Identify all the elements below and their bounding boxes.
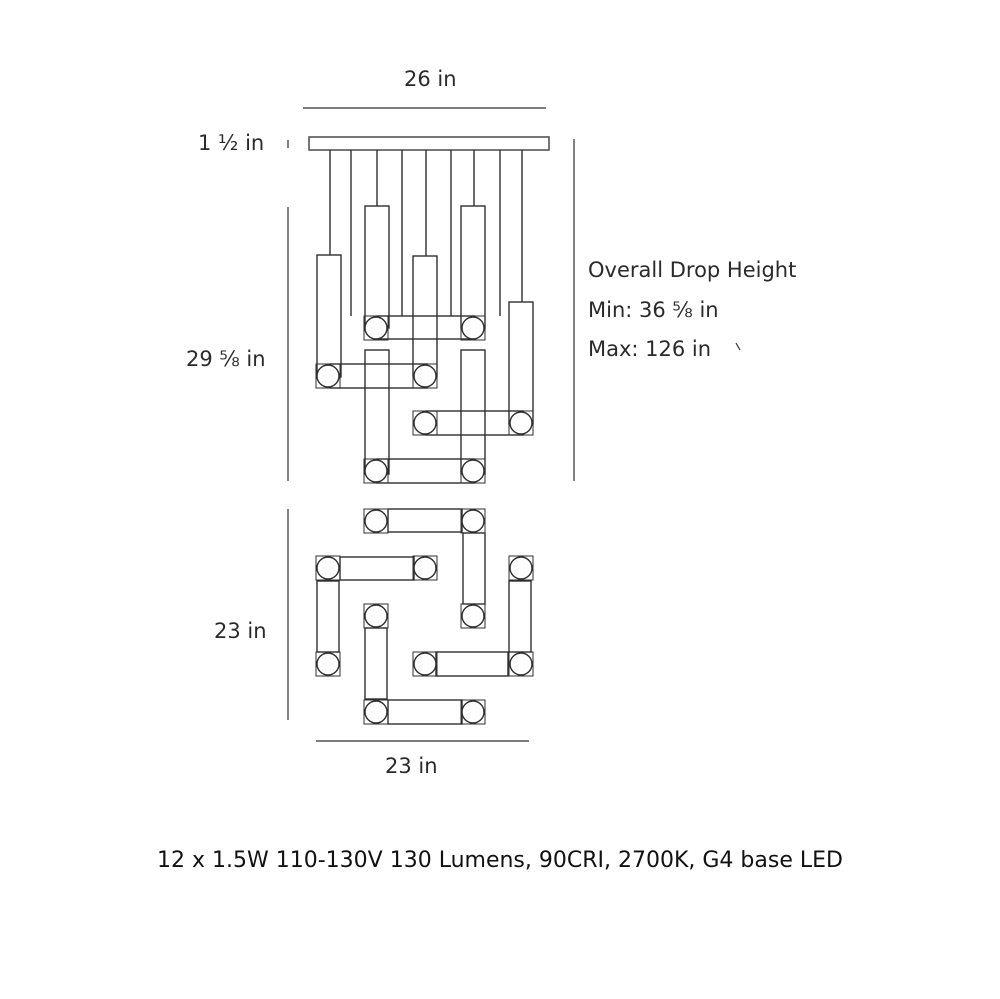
elev-bar-4 <box>376 458 475 484</box>
drop-height-max: Max: 126 in <box>588 337 712 361</box>
elev-tube-2 <box>364 205 390 329</box>
plan-globe-6-frame <box>460 603 486 629</box>
canopy <box>308 136 550 151</box>
plan-globe-1 <box>364 509 388 533</box>
plan-depth-label: 23 in <box>214 619 267 643</box>
elev-tube-6 <box>364 349 390 475</box>
plan-globe-7-frame <box>363 603 389 629</box>
plan-globe-7 <box>364 604 388 628</box>
plan-width-label: 23 in <box>385 754 438 778</box>
plan-globe-4 <box>413 556 437 580</box>
plan-globe-11-frame <box>363 699 389 725</box>
plan-globe-6 <box>461 604 485 628</box>
plan-bar-1 <box>387 508 463 533</box>
dim-tick-mark <box>735 342 741 351</box>
plan-tube-4 <box>364 627 388 700</box>
elev-tube-5 <box>508 301 534 425</box>
plan-globe-5-frame <box>508 555 534 581</box>
elev-globe-2-frame <box>460 315 486 341</box>
plan-globe-9-frame <box>412 651 438 677</box>
canopy-height-label: 1 ½ in <box>198 131 265 155</box>
plan-globe-8 <box>316 652 340 676</box>
elev-globe-7 <box>364 459 388 483</box>
plan-globe-1-frame <box>363 508 389 534</box>
plan-tube-1 <box>462 532 486 605</box>
plan-globe-4-frame <box>412 555 438 581</box>
elev-globe-3-frame <box>315 363 341 389</box>
plan-tube-2 <box>316 580 340 653</box>
elev-globe-8 <box>461 459 485 483</box>
plan-globe-10-frame <box>508 651 534 677</box>
elev-globe-5-frame <box>412 410 438 436</box>
spec-line: 12 x 1.5W 110-130V 130 Lumens, 90CRI, 27… <box>157 848 843 873</box>
elev-tube-7 <box>460 349 486 475</box>
plan-view <box>315 508 534 725</box>
elev-globe-4-frame <box>412 363 438 389</box>
top-width-label: 26 in <box>404 67 457 91</box>
plan-globe-9 <box>413 652 437 676</box>
elev-globe-1-frame <box>363 315 389 341</box>
drop-height-title: Overall Drop Height <box>588 258 797 282</box>
elevation-view <box>315 205 534 484</box>
elev-tube-1 <box>316 254 342 378</box>
plan-globe-2-frame <box>460 508 486 534</box>
elev-bar-1 <box>376 315 475 340</box>
fixture-height-label: 29 ⅝ in <box>186 347 266 371</box>
elev-tube-4 <box>460 205 486 329</box>
elev-globe-6 <box>509 411 533 435</box>
elev-globe-3 <box>316 364 340 388</box>
plan-globe-3 <box>316 556 340 580</box>
dimension-lines <box>287 107 741 742</box>
plan-bar-3 <box>435 651 509 677</box>
plan-globe-5 <box>509 556 533 580</box>
elev-globe-4 <box>413 364 437 388</box>
elev-globe-1 <box>364 316 388 340</box>
elev-globe-6-frame <box>508 410 534 436</box>
plan-globe-2 <box>461 509 485 533</box>
elev-globe-7-frame <box>363 458 389 484</box>
plan-tube-3 <box>508 580 532 653</box>
plan-globe-11 <box>364 700 388 724</box>
elev-globe-8-frame <box>460 458 486 484</box>
plan-bar-4 <box>387 699 463 725</box>
canopy-plate <box>308 136 550 151</box>
plan-bar-2 <box>339 556 415 581</box>
plan-globe-12-frame <box>460 699 486 725</box>
drop-height-min: Min: 36 ⅝ in <box>588 298 719 322</box>
plan-globe-10 <box>509 652 533 676</box>
suspension-cords <box>329 150 523 316</box>
plan-globe-3-frame <box>315 555 341 581</box>
elev-globe-2 <box>461 316 485 340</box>
elev-globe-5 <box>413 411 437 435</box>
plan-globe-8-frame <box>315 651 341 677</box>
plan-globe-12 <box>461 700 485 724</box>
